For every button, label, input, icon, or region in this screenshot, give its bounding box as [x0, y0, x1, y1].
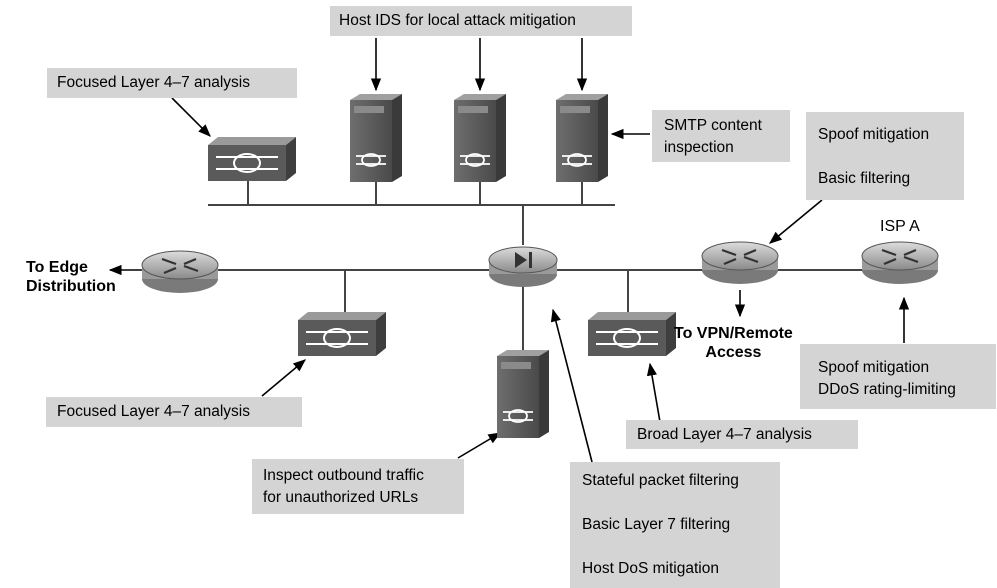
ids-sensor-bottom-right	[588, 312, 676, 356]
callout-host-ids: Host IDS for local attack mitigation	[330, 6, 632, 36]
firewall-icon	[515, 252, 532, 268]
callout-spoof-basic-line-1: Spoof mitigation	[818, 126, 930, 143]
callout-smtp: SMTP content inspection	[652, 110, 790, 162]
server-1	[350, 94, 402, 182]
callout-smtp-line-1: SMTP content	[664, 117, 762, 134]
label-to-vpn-line-1: To VPN/Remote	[674, 325, 793, 342]
label-to-vpn: To VPN/Remote Access	[674, 324, 793, 362]
callout-spoof-ddos-line-2: DDoS rating-limiting	[818, 381, 956, 398]
callout-smtp-line-2: inspection	[664, 139, 734, 156]
callout-inspect-outbound-line-1: Inspect outbound traffic	[263, 467, 424, 484]
callout-stateful-line-1: Stateful packet filtering	[582, 472, 739, 489]
callout-focused-bottom: Focused Layer 4–7 analysis	[46, 397, 302, 427]
callout-stateful: Stateful packet filtering Basic Layer 7 …	[570, 462, 780, 588]
callout-focused-top: Focused Layer 4–7 analysis	[47, 68, 297, 98]
callout-spoof-ddos: Spoof mitigation DDoS rating-limiting	[800, 344, 996, 409]
callout-focused-top-text: Focused Layer 4–7 analysis	[57, 74, 251, 91]
label-to-edge-line-1: To Edge	[26, 259, 88, 276]
flow-arrows	[108, 38, 910, 463]
server-3	[556, 94, 608, 182]
callout-broad: Broad Layer 4–7 analysis	[626, 420, 858, 449]
firewall-router	[488, 246, 558, 287]
label-to-edge-line-2: Distribution	[26, 278, 116, 295]
label-isp-a: ISP A	[880, 218, 920, 235]
router-arrows-icon	[161, 257, 199, 275]
callout-spoof-ddos-line-1: Spoof mitigation	[818, 359, 930, 376]
server-2	[454, 94, 506, 182]
callout-broad-text: Broad Layer 4–7 analysis	[637, 426, 812, 443]
callout-host-ids-text: Host IDS for local attack mitigation	[339, 12, 576, 29]
label-to-edge: To Edge Distribution	[26, 258, 116, 296]
ids-sensor-top	[208, 137, 296, 181]
callout-spoof-basic: Spoof mitigation Basic filtering	[806, 112, 964, 200]
router-vpn	[701, 241, 779, 284]
label-to-vpn-line-2: Access	[705, 344, 762, 361]
callout-inspect-outbound: Inspect outbound traffic for unauthorize…	[252, 459, 464, 514]
callout-stateful-line-2: Basic Layer 7 filtering	[582, 516, 731, 533]
callout-spoof-basic-line-2: Basic filtering	[818, 170, 911, 187]
ids-sensor-bottom-left	[298, 312, 386, 356]
router-edge	[141, 250, 219, 293]
server-url-filter	[497, 350, 549, 438]
callout-focused-bottom-text: Focused Layer 4–7 analysis	[57, 403, 251, 420]
callout-stateful-line-3: Host DoS mitigation	[582, 560, 719, 577]
router-isp	[861, 241, 939, 284]
callout-inspect-outbound-line-2: for unauthorized URLs	[263, 489, 419, 506]
